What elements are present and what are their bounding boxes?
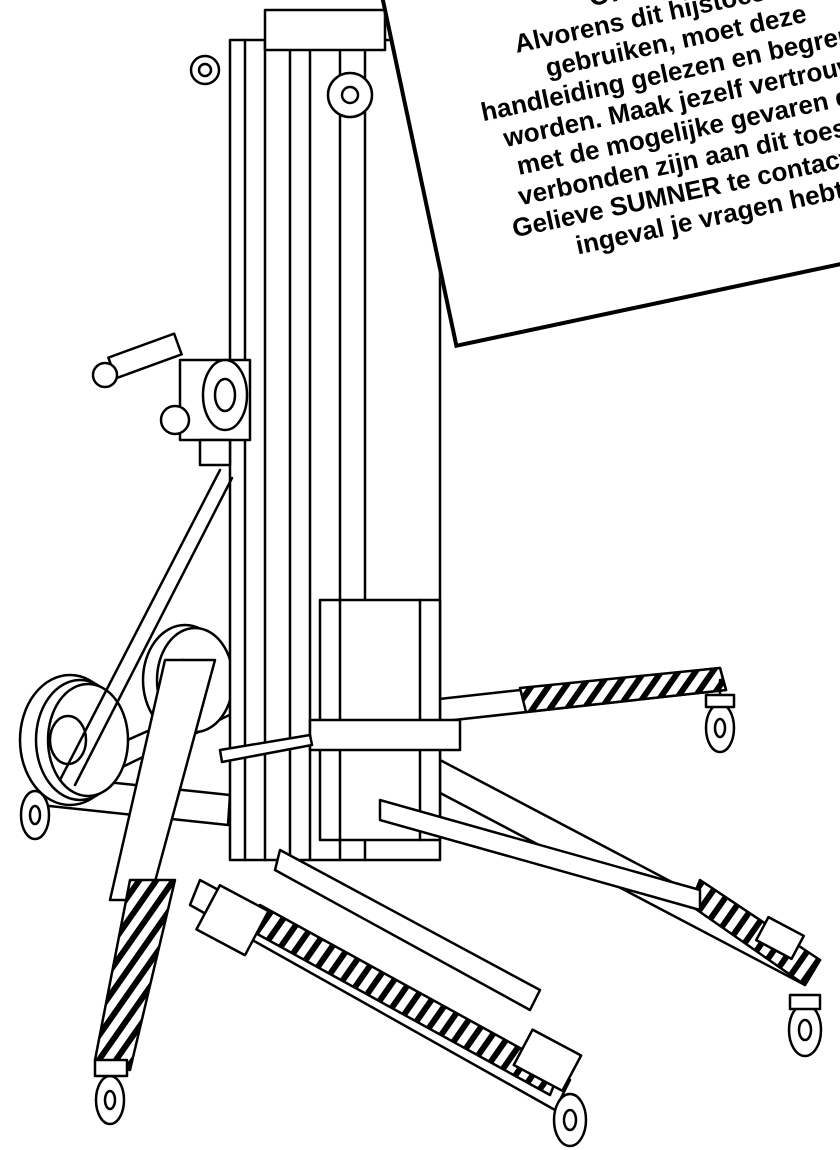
stabilizer-strut xyxy=(58,468,314,1126)
winch xyxy=(91,332,252,467)
rear-wheel-left xyxy=(18,673,130,807)
load-carriage xyxy=(273,598,702,1012)
right-rear-leg xyxy=(428,666,736,754)
right-front-leg xyxy=(423,758,823,1058)
left-front-leg xyxy=(188,878,588,1148)
